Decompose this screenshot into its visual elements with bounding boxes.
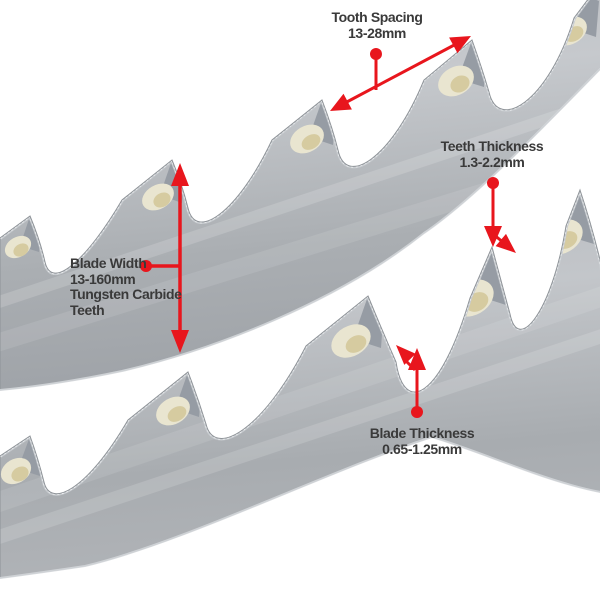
- blade-thickness-label: Blade Thickness 0.65-1.25mm: [342, 425, 502, 457]
- blade-width-label-line: Blade Width: [70, 255, 147, 271]
- blade-width-label-line: Tungsten Carbide: [70, 286, 182, 302]
- arrowhead-icon: [330, 93, 352, 111]
- arrowhead-icon: [171, 330, 189, 353]
- blade-width-label-line: Teeth: [70, 301, 105, 318]
- blade-thickness-label-line: Blade Thickness: [369, 425, 475, 441]
- leader-dot: [411, 406, 423, 418]
- teeth-thickness-label-line: 1.3-2.2mm: [459, 153, 525, 170]
- teeth-thickness-label: Teeth Thickness 1.3-2.2mm: [417, 138, 567, 170]
- blade-thickness-arrow: [396, 345, 426, 418]
- lower-blade: [0, 188, 600, 579]
- steel-streak: [0, 270, 600, 515]
- upper-blade-back-chamfer: [0, 67, 600, 391]
- lower-blade-body: [0, 190, 600, 578]
- blade-width-label: Blade Width 13-160mm Tungsten Carbide Te…: [70, 255, 220, 318]
- leader-dot: [140, 260, 152, 272]
- upper-blade: [0, 0, 600, 391]
- arrowhead-icon: [396, 345, 416, 365]
- arrowhead-icon: [449, 36, 471, 54]
- tooth-spacing-label-line: 13-28mm: [348, 24, 406, 41]
- lower-blade-back-chamfer: [0, 435, 600, 579]
- tooth-spacing-label-line: Tooth Spacing: [331, 9, 423, 25]
- blade-thickness-label-line: 0.65-1.25mm: [382, 440, 462, 457]
- upper-blade-body: [0, 0, 600, 390]
- steel-streak: [0, 89, 600, 311]
- arrowhead-icon: [408, 348, 426, 370]
- teeth-thickness-arrow: [484, 177, 516, 253]
- steel-streak: [0, 313, 600, 547]
- tooth-spacing-arrow: [330, 36, 471, 111]
- blade-width-label-line: 13-160mm: [70, 270, 136, 287]
- leader-dot: [370, 48, 382, 60]
- blade-width-arrow: [140, 163, 189, 353]
- arrowhead-icon: [495, 233, 516, 253]
- arrowhead-icon: [484, 226, 502, 247]
- tooth-spacing-label: Tooth Spacing 13-28mm: [302, 9, 452, 41]
- teeth-thickness-label-line: Teeth Thickness: [440, 138, 544, 154]
- leader-dot: [487, 177, 499, 189]
- arrowhead-icon: [171, 163, 189, 186]
